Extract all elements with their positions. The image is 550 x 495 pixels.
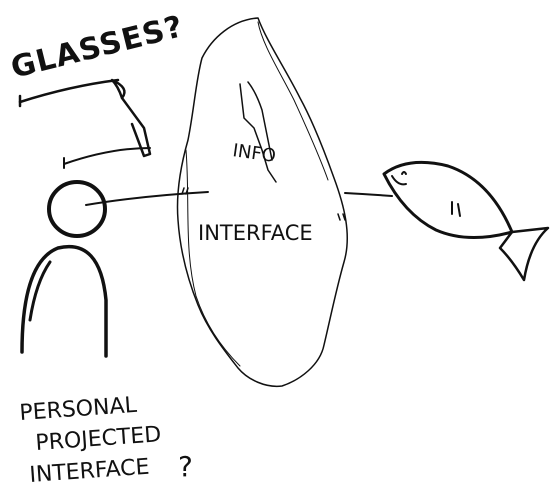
interface-stone [177, 18, 347, 386]
glasses-label: GLASSES? [7, 9, 187, 86]
glasses-drawing [20, 80, 150, 168]
fish-drawing [384, 162, 548, 280]
connection-line-right [345, 193, 392, 196]
personal-line-3: INTERFACE [29, 455, 151, 488]
info-label: INFO [231, 140, 277, 167]
personal-projected-label: PERSONAL PROJECTED INTERFACE ? [19, 393, 193, 488]
personal-question-mark: ? [178, 450, 193, 483]
interface-label: INTERFACE [198, 221, 313, 245]
personal-line-1: PERSONAL [19, 393, 139, 426]
personal-line-2: PROJECTED [35, 422, 162, 456]
person-drawing [22, 182, 106, 356]
